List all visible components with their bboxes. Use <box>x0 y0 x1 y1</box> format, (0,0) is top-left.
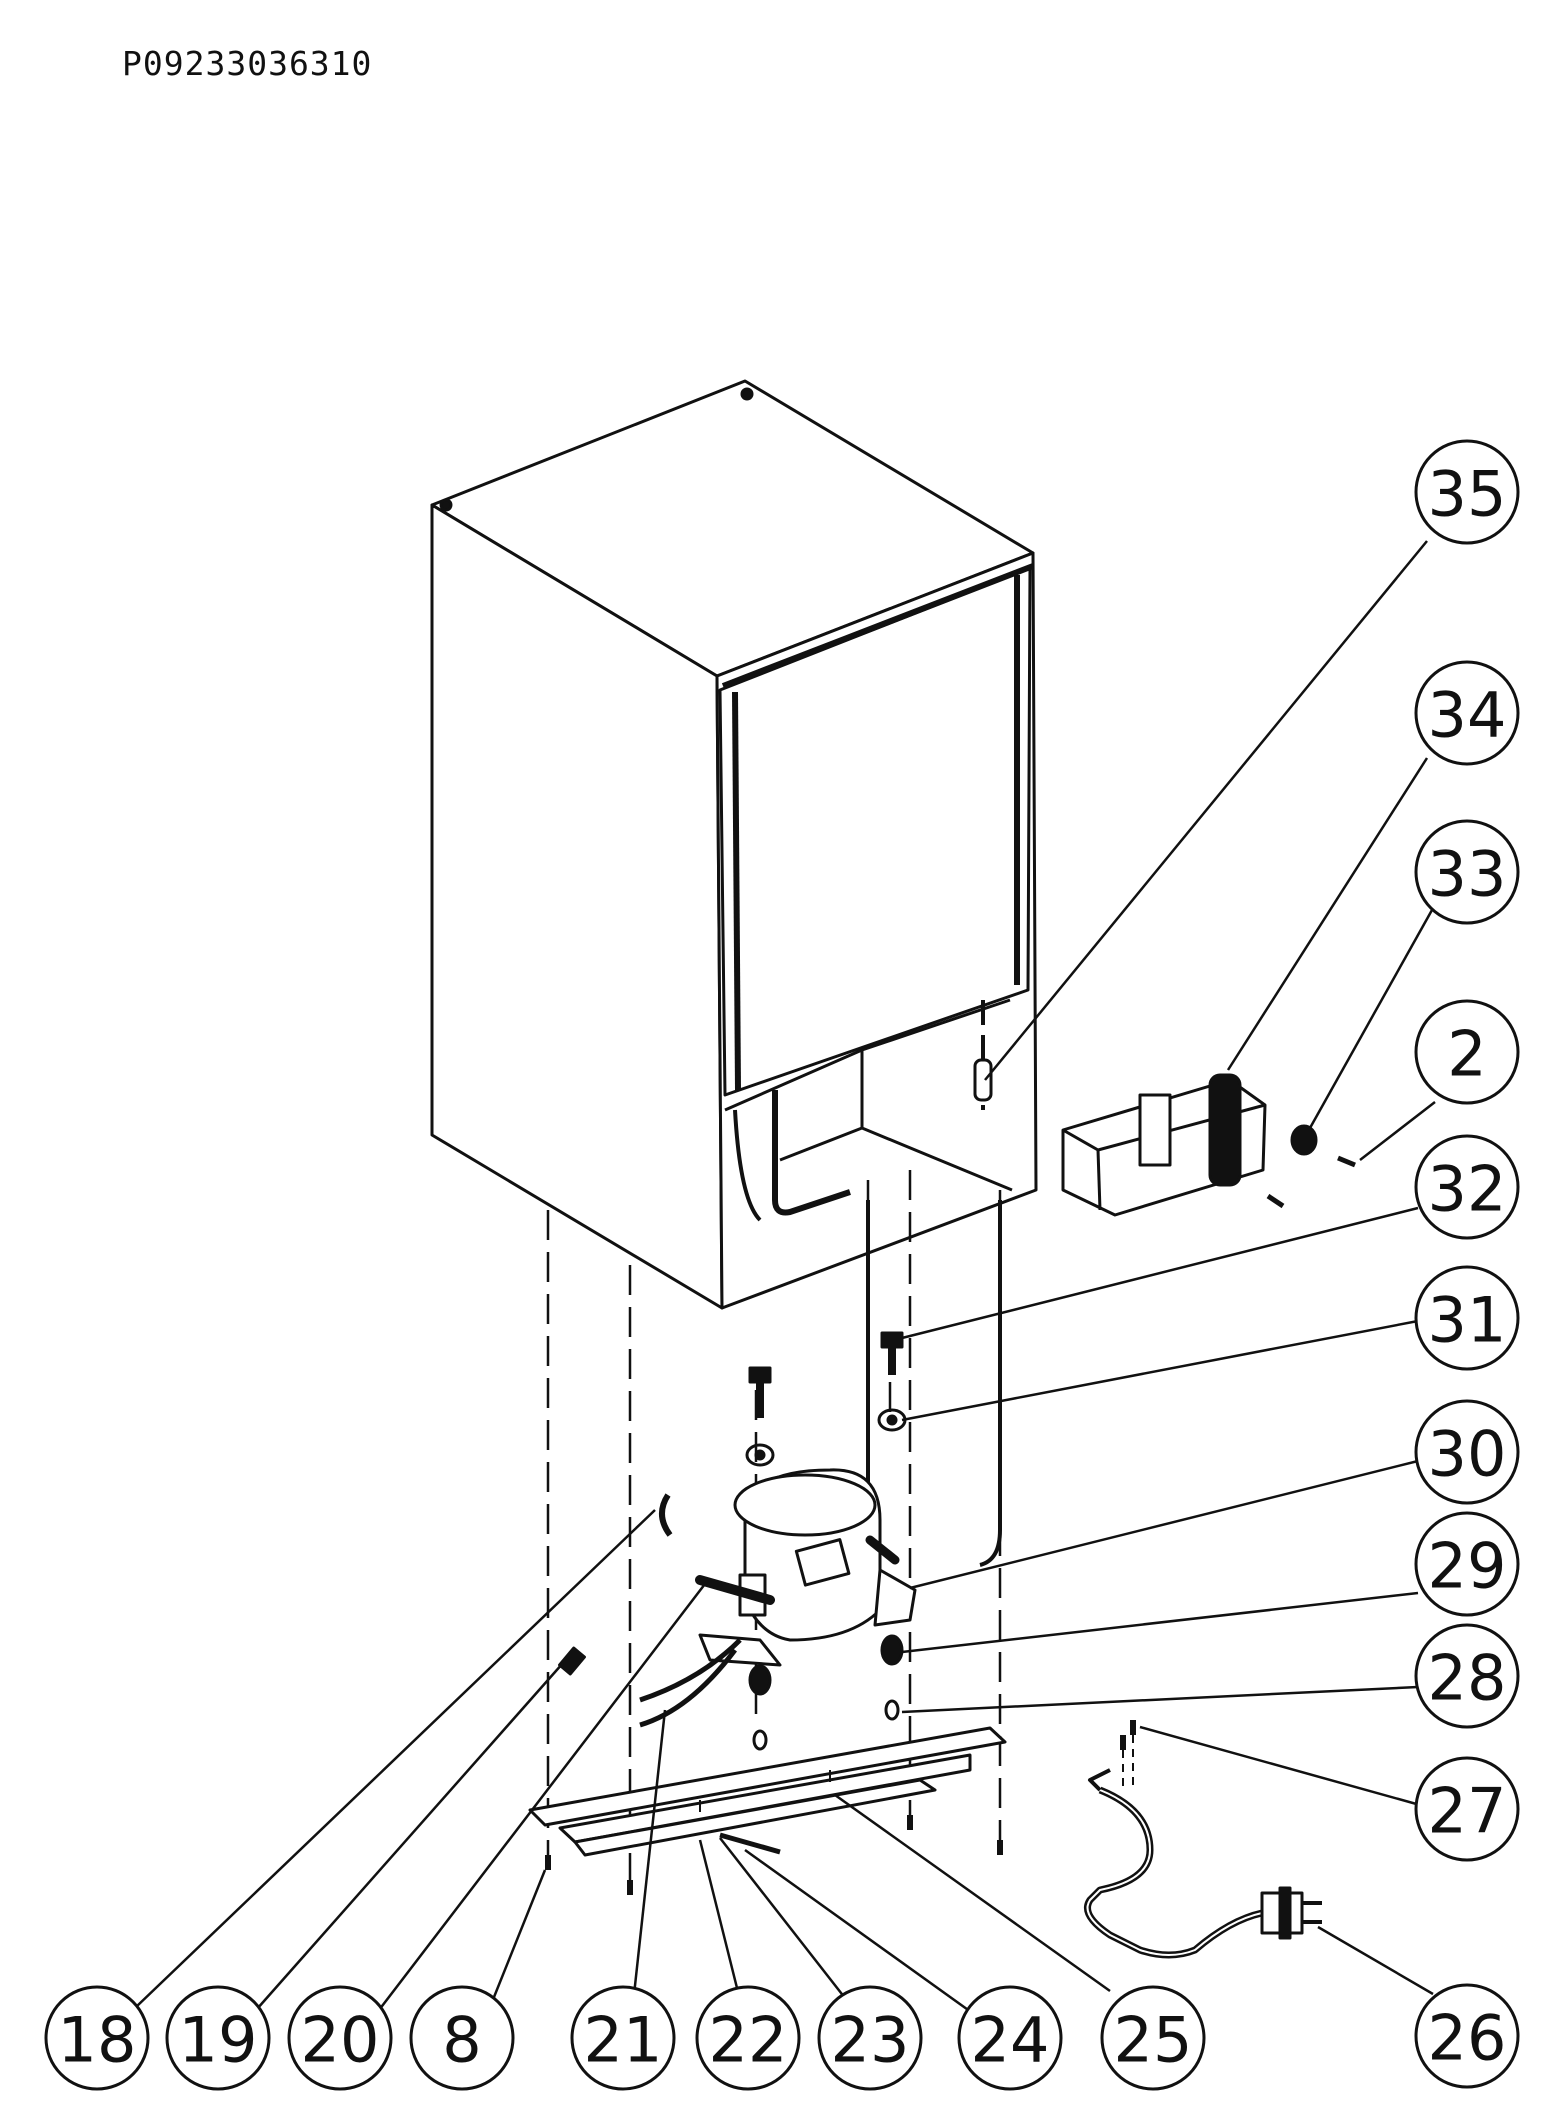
callout-32: 32 <box>1414 1134 1520 1240</box>
callout-31-label: 31 <box>1428 1284 1507 1357</box>
callout-8-label: 8 <box>442 2004 481 2077</box>
base-rails <box>528 1726 1007 1857</box>
callout-20-label: 20 <box>301 2004 380 2077</box>
callout-19: 19 <box>165 1985 271 2091</box>
callout-18-label: 18 <box>58 2004 137 2077</box>
compressor <box>639 1468 917 1728</box>
callout-35-label: 35 <box>1428 458 1507 531</box>
power-cord <box>1084 1768 1322 1959</box>
callout-24: 24 <box>957 1985 1063 2091</box>
callout-32-label: 32 <box>1428 1153 1507 1226</box>
callout-26: 26 <box>1414 1983 1520 2089</box>
leader-lines <box>135 540 1436 2014</box>
callout-20: 20 <box>287 1985 393 2091</box>
callout-30: 30 <box>1414 1399 1520 1505</box>
fasteners <box>545 1331 1136 1895</box>
callout-26-label: 26 <box>1428 2002 1507 2075</box>
callout-34: 34 <box>1414 660 1520 766</box>
callout-8: 8 <box>409 1985 515 2091</box>
callout-23: 23 <box>817 1985 923 2091</box>
callout-21-label: 21 <box>584 2004 663 2077</box>
callout-19-label: 19 <box>179 2004 258 2077</box>
callout-18: 18 <box>44 1985 150 2091</box>
callout-2: 2 <box>1414 999 1520 1105</box>
callout-27-label: 27 <box>1428 1775 1507 1848</box>
callout-22: 22 <box>695 1985 801 2091</box>
callout-22-label: 22 <box>709 2004 788 2077</box>
callout-29-label: 29 <box>1428 1530 1507 1603</box>
relay-assembly <box>1061 1073 1356 1217</box>
callout-29: 29 <box>1414 1511 1520 1617</box>
callout-25: 25 <box>1100 1985 1206 2091</box>
callout-24-label: 24 <box>971 2004 1050 2077</box>
callout-33-label: 33 <box>1428 838 1507 911</box>
callout-28: 28 <box>1414 1623 1520 1729</box>
callout-23-label: 23 <box>831 2004 910 2077</box>
callout-31: 31 <box>1414 1265 1520 1371</box>
callout-34-label: 34 <box>1428 679 1507 752</box>
callout-27: 27 <box>1414 1756 1520 1862</box>
callout-33: 33 <box>1414 819 1520 925</box>
document-code: P09233036310 <box>122 44 373 83</box>
cabinet <box>430 379 1038 1310</box>
callout-25-label: 25 <box>1114 2004 1193 2077</box>
callout-21: 21 <box>570 1985 676 2091</box>
callout-28-label: 28 <box>1428 1642 1507 1715</box>
callout-35: 35 <box>1414 439 1520 545</box>
callout-2-label: 2 <box>1447 1018 1486 1091</box>
callout-30-label: 30 <box>1428 1418 1507 1491</box>
